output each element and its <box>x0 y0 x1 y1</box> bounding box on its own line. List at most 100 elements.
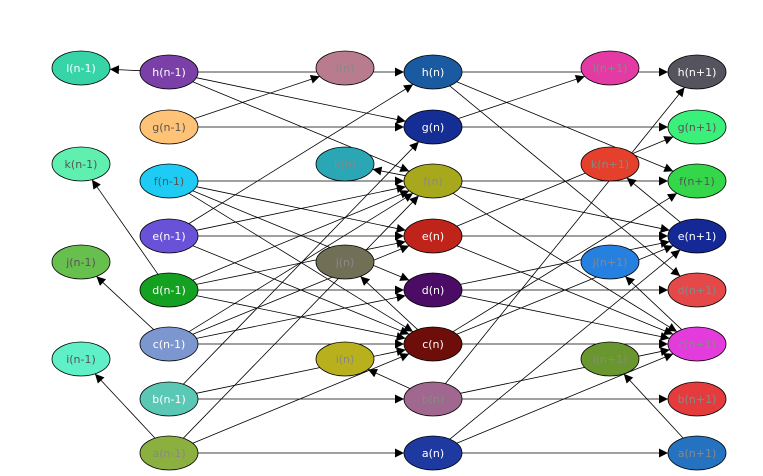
node-shape <box>667 109 727 145</box>
node-knminus1: k(n-1) <box>51 146 111 182</box>
node-label: a(n+1) <box>678 447 717 460</box>
node-label: k(n-1) <box>65 158 98 171</box>
node-shape <box>139 381 199 417</box>
edge-anplus1-to-inplus1 <box>623 373 684 439</box>
edge-gn-to-lnplus1 <box>458 74 585 119</box>
node-hnplus1: h(n+1) <box>667 54 727 90</box>
edge-dnminus1-to-knminus1 <box>91 179 159 275</box>
node-shape <box>403 326 463 362</box>
node-label: g(n) <box>422 121 445 134</box>
node-dnplus1: d(n+1) <box>667 272 727 308</box>
node-label: j(n-1) <box>65 256 96 269</box>
node-dn: d(n) <box>403 272 463 308</box>
node-label: f(n) <box>423 175 442 188</box>
node-hnminus1: h(n-1) <box>139 54 199 90</box>
node-inplus1: i(n+1) <box>580 341 640 377</box>
node-en: e(n) <box>403 218 463 254</box>
edge-bn-to-in <box>367 369 411 389</box>
node-hn: h(n) <box>403 54 463 90</box>
node-label: h(n-1) <box>152 66 186 79</box>
edge-hnminus1-to-gn <box>196 77 406 124</box>
node-shape <box>403 218 463 254</box>
node-label: d(n-1) <box>152 284 186 297</box>
node-cn: c(n) <box>403 326 463 362</box>
edge-cnminus1-to-jnminus1 <box>96 276 154 330</box>
node-label: e(n) <box>422 230 444 243</box>
node-label: i(n) <box>336 353 355 366</box>
edge-gnminus1-to-ln <box>194 75 320 119</box>
node-cnplus1: c(n+1) <box>667 326 727 362</box>
node-shape <box>667 272 727 308</box>
node-shape <box>139 272 199 308</box>
node-shape <box>667 218 727 254</box>
edge-dn-to-cnplus1 <box>460 295 670 342</box>
node-label: b(n) <box>422 393 445 406</box>
node-in: i(n) <box>315 341 375 377</box>
node-shape <box>315 341 375 377</box>
node-shape <box>51 341 111 377</box>
node-label: l(n+1) <box>593 62 628 75</box>
node-shape <box>403 381 463 417</box>
node-label: c(n+1) <box>678 338 716 351</box>
node-kn: k(n) <box>315 146 375 182</box>
node-fn: f(n) <box>403 163 463 199</box>
node-gnminus1: g(n-1) <box>139 109 199 145</box>
edge-enplus1-to-knplus1 <box>626 177 681 223</box>
edge-anminus1-to-fn <box>183 195 419 439</box>
node-label: g(n+1) <box>678 121 717 134</box>
node-gnplus1: g(n+1) <box>667 109 727 145</box>
node-shape <box>139 163 199 199</box>
node-bnplus1: b(n+1) <box>667 381 727 417</box>
edge-bn-to-hnplus1 <box>445 87 685 384</box>
node-shape <box>139 109 199 145</box>
node-label: c(n) <box>422 338 444 351</box>
node-shape <box>315 244 375 280</box>
nodes-layer: l(n-1) h(n-1) l(n) h(n) l(n+1) h(n+1) g(n-1) g(… <box>51 50 727 471</box>
node-label: d(n+1) <box>678 284 717 297</box>
edge-bnminus1-to-cn <box>196 347 406 394</box>
edge-enminus1-to-fn <box>196 184 406 231</box>
node-label: c(n-1) <box>153 338 186 351</box>
node-label: d(n) <box>422 284 445 297</box>
edge-hn-to-fnplus1 <box>456 81 674 172</box>
edge-cn-to-fnplus1 <box>452 192 678 333</box>
node-label: l(n-1) <box>66 62 96 75</box>
node-knplus1: k(n+1) <box>580 146 640 182</box>
node-label: e(n+1) <box>678 230 717 243</box>
edge-an-to-cnplus1 <box>456 353 674 444</box>
node-shape <box>667 163 727 199</box>
edge-anminus1-to-inminus1 <box>94 373 156 439</box>
node-shape <box>667 54 727 90</box>
node-shape <box>139 218 199 254</box>
node-an: a(n) <box>403 435 463 471</box>
node-fnminus1: f(n-1) <box>139 163 199 199</box>
node-shape <box>139 326 199 362</box>
node-cnminus1: c(n-1) <box>139 326 199 362</box>
node-jn: j(n) <box>315 244 375 280</box>
node-shape <box>403 435 463 471</box>
node-label: g(n-1) <box>152 121 186 134</box>
node-ln: l(n) <box>315 50 375 86</box>
node-label: k(n+1) <box>591 158 629 171</box>
edge-cn-to-jn <box>360 276 418 330</box>
node-gn: g(n) <box>403 109 463 145</box>
node-label: h(n+1) <box>678 66 717 79</box>
edge-fn-to-kn <box>372 166 406 177</box>
node-shape <box>51 50 111 86</box>
edge-anminus1-to-cn <box>192 353 410 444</box>
node-shape <box>667 381 727 417</box>
node-shape <box>315 146 375 182</box>
node-shape <box>139 435 199 471</box>
node-label: i(n-1) <box>66 353 96 366</box>
node-shape <box>403 163 463 199</box>
node-anplus1: a(n+1) <box>667 435 727 471</box>
node-label: k(n) <box>334 158 356 171</box>
node-shape <box>580 146 640 182</box>
node-shape <box>51 146 111 182</box>
node-enminus1: e(n-1) <box>139 218 199 254</box>
node-label: l(n) <box>336 62 355 75</box>
node-jnplus1: j(n+1) <box>580 244 640 280</box>
node-shape <box>580 50 640 86</box>
node-lnminus1: l(n-1) <box>51 50 111 86</box>
